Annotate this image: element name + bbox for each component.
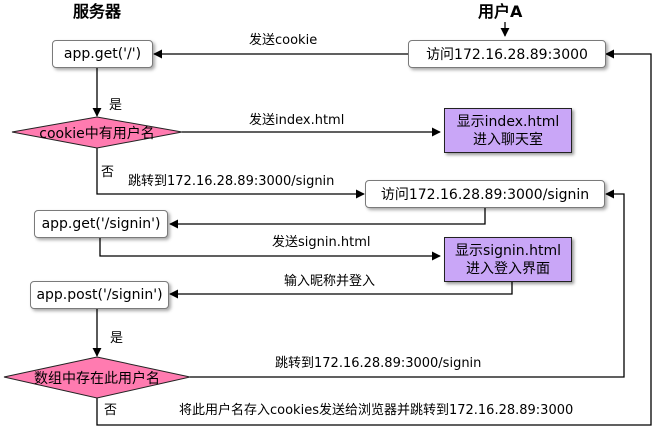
decision-user-label: 数组中存在此用户名 <box>34 371 160 387</box>
show-signin-line-1: 显示signin.html <box>454 242 562 259</box>
send-signin-arrow <box>99 238 441 261</box>
show-index-line-1: 显示index.html <box>456 113 560 130</box>
show-index-line-2: 进入聊天室 <box>473 131 543 148</box>
no-label-2: 否 <box>104 403 118 418</box>
decision-cookie-shape <box>11 116 183 149</box>
yes-label-1: 是 <box>109 98 123 113</box>
decision-cookie-label: cookie中有用户名 <box>39 126 155 142</box>
send-signin-label: 发送signin.html <box>272 235 371 250</box>
no-label-1: 否 <box>101 165 115 180</box>
input-nickname-label: 输入昵称并登入 <box>284 274 376 289</box>
redirect-signin-label-2: 跳转到172.16.28.89:3000/signin <box>275 356 482 371</box>
input-nickname-arrow <box>169 280 513 299</box>
send-cookie-label: 发送cookie <box>249 33 318 48</box>
user-header: 用户A <box>478 2 523 21</box>
app-get-signin-box: app.get('/signin') <box>34 210 168 238</box>
send-index-label: 发送index.html <box>249 113 345 128</box>
save-cookie-redirect-label: 将此用户名存入cookies发送给浏览器并跳转到172.16.28.89:300… <box>179 403 574 418</box>
user-visit-signin-box: 访问172.16.28.89:3000/signin <box>365 180 605 208</box>
app-post-signin-box: app.post('/signin') <box>30 281 169 309</box>
save-cookie-redirect-arrow <box>96 49 652 426</box>
app-get-root-box: app.get('/') <box>52 40 153 68</box>
redirect-signin-label-1: 跳转到172.16.28.89:3000/signin <box>128 174 335 189</box>
visit-signin-to-get-arrow <box>169 208 486 229</box>
show-signin-box: 显示signin.html 进入登入界面 <box>444 237 572 282</box>
yes-label-2: 是 <box>110 331 124 346</box>
server-header: 服务器 <box>73 2 122 21</box>
redirect-signin-arrow-1 <box>96 148 365 199</box>
redirect-signin-arrow-2 <box>190 189 625 378</box>
show-signin-line-2: 进入登入界面 <box>466 260 550 277</box>
user-visit-root-box: 访问172.16.28.89:3000 <box>408 40 606 68</box>
decision-user-shape <box>3 356 191 399</box>
show-index-box: 显示index.html 进入聊天室 <box>444 108 572 153</box>
